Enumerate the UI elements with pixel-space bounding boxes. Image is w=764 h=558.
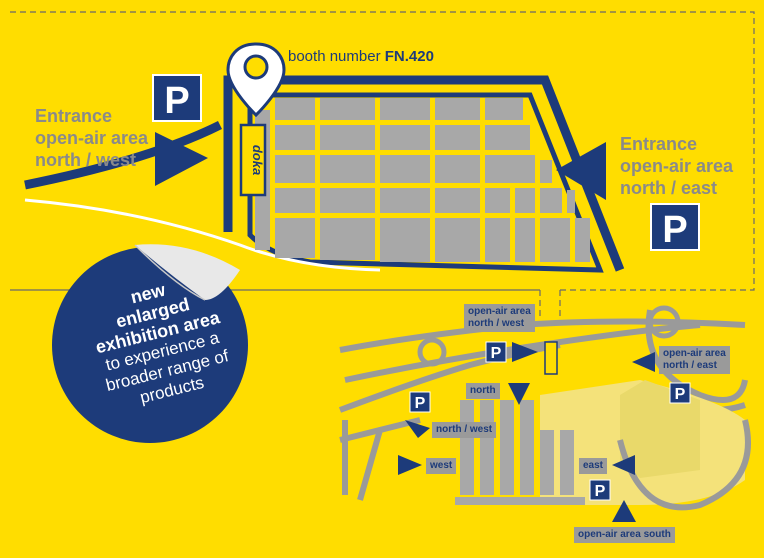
- svg-text:P: P: [491, 345, 502, 362]
- entrance-nw-line2: open-air area: [35, 128, 149, 148]
- booth-prefix: booth number: [288, 48, 381, 65]
- svg-text:P: P: [415, 395, 426, 412]
- tag-open-air-north-east: open-air area north / east: [659, 346, 730, 374]
- tag-oa-nw-line2: north / west: [468, 318, 525, 329]
- arrow-icon: [556, 142, 606, 200]
- road-west: [24, 120, 223, 190]
- arrow-icon: [632, 352, 655, 372]
- tag-east: east: [579, 458, 608, 474]
- booth-label: booth number FN.420: [288, 48, 434, 65]
- entrance-north-east: Entrance open-air area north / east: [620, 133, 733, 199]
- tag-oa-ne-line2: north / east: [663, 360, 717, 371]
- entrance-north-west: Entrance open-air area north / west: [35, 105, 148, 171]
- booth-number: FN.420: [384, 48, 434, 65]
- tag-open-air-north-west: open-air area north / west: [464, 304, 535, 332]
- parking-icon: P: [485, 341, 507, 363]
- entrance-ne-line2: open-air area: [620, 156, 734, 176]
- arrow-icon: [512, 342, 538, 362]
- arrow-icon: [405, 420, 430, 438]
- sticker-peel: [135, 244, 240, 300]
- tag-west: west: [426, 458, 457, 474]
- arrow-icon: [508, 383, 530, 405]
- parking-icon: P: [589, 479, 611, 501]
- entrance-nw-line3: north / west: [35, 150, 137, 170]
- arrow-icon: [155, 132, 208, 186]
- detail-frame: [10, 11, 755, 291]
- svg-text:P: P: [675, 386, 686, 403]
- tag-oa-ne-line1: open-air area: [663, 348, 726, 359]
- parking-icon: P: [669, 382, 691, 404]
- parking-icon: P: [152, 74, 202, 122]
- parking-icon: P: [650, 203, 700, 251]
- arrow-icon: [398, 455, 422, 475]
- entrance-ne-line3: north / east: [620, 178, 718, 198]
- map-pin-icon: [226, 42, 286, 118]
- tag-open-air-south: open-air area south: [574, 527, 675, 543]
- tag-north: north: [466, 383, 500, 399]
- tag-north-west: north / west: [432, 422, 497, 438]
- parking-icon: P: [409, 391, 431, 413]
- entrance-ne-line1: Entrance: [620, 134, 698, 154]
- tag-oa-nw-line1: open-air area: [468, 306, 531, 317]
- arrow-icon: [612, 500, 636, 522]
- entrance-nw-line1: Entrance: [35, 106, 113, 126]
- arrow-icon: [612, 455, 635, 475]
- sticker: [52, 244, 248, 443]
- svg-text:P: P: [595, 483, 606, 500]
- booth-marker: [239, 123, 267, 197]
- svg-text:P: P: [164, 80, 189, 122]
- svg-text:P: P: [662, 209, 687, 251]
- mini-map: P P P P: [338, 305, 751, 522]
- doka-logo: doka: [250, 145, 265, 175]
- white-path: [24, 198, 381, 272]
